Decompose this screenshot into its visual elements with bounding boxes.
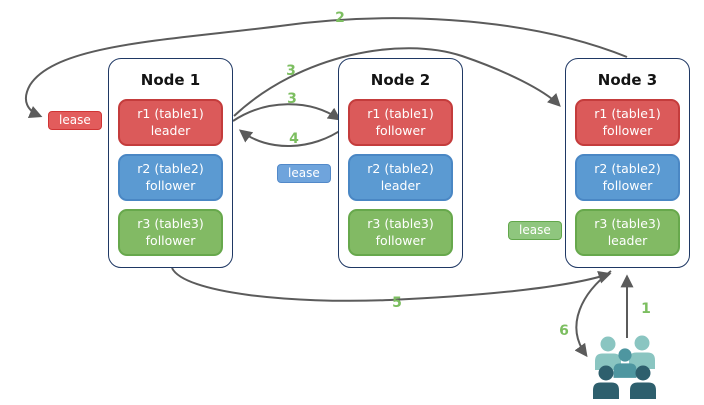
replica-r3-table3: r3 (table3) follower — [348, 209, 453, 256]
node-3-title: Node 3 — [597, 71, 658, 89]
step-label-3a: 3 — [286, 63, 296, 79]
replica-role: leader — [380, 177, 421, 193]
arrow-step-5 — [171, 267, 612, 302]
node-2: Node 2 r1 (table1) follower r2 (table2) … — [338, 58, 463, 268]
replica-name: r3 (table3) — [594, 216, 661, 232]
replica-name: r1 (table1) — [594, 106, 661, 122]
replica-r2-table2: r2 (table2) follower — [575, 154, 680, 201]
node-2-replicas: r1 (table1) follower r2 (table2) leader … — [339, 99, 462, 256]
replica-name: r3 (table3) — [367, 216, 434, 232]
node-1: Node 1 r1 (table1) leader r2 (table2) fo… — [108, 58, 233, 268]
replica-name: r2 (table2) — [367, 161, 434, 177]
replica-role: follower — [375, 122, 426, 138]
step-label-3b: 3 — [287, 91, 297, 107]
arrow-step-3-to-node2 — [232, 103, 342, 122]
step-label-5: 5 — [392, 295, 402, 311]
step-label-6: 6 — [559, 323, 569, 339]
replica-name: r2 (table2) — [594, 161, 661, 177]
replica-role: follower — [145, 232, 196, 248]
replica-r1-table1: r1 (table1) follower — [575, 99, 680, 146]
lease-badge-table2: lease — [277, 164, 331, 183]
lease-badge-table3: lease — [508, 221, 562, 240]
replica-r2-table2: r2 (table2) leader — [348, 154, 453, 201]
step-label-2: 2 — [335, 10, 345, 26]
replica-name: r1 (table1) — [367, 106, 434, 122]
replica-role: leader — [150, 122, 191, 138]
replica-r3-table3: r3 (table3) follower — [118, 209, 223, 256]
node-1-replicas: r1 (table1) leader r2 (table2) follower … — [109, 99, 232, 256]
replica-role: follower — [602, 177, 653, 193]
step-label-4: 4 — [289, 131, 299, 147]
replica-name: r3 (table3) — [137, 216, 204, 232]
replica-role: follower — [602, 122, 653, 138]
replica-role: leader — [607, 232, 648, 248]
replica-role: follower — [375, 232, 426, 248]
replica-r3-table3: r3 (table3) leader — [575, 209, 680, 256]
lease-badge-table1: lease — [48, 111, 102, 130]
node-2-title: Node 2 — [370, 71, 431, 89]
node-3: Node 3 r1 (table1) follower r2 (table2) … — [565, 58, 690, 268]
replica-r2-table2: r2 (table2) follower — [118, 154, 223, 201]
replica-name: r2 (table2) — [137, 161, 204, 177]
step-label-1: 1 — [641, 301, 651, 317]
users-group-icon — [593, 335, 656, 399]
node-3-replicas: r1 (table1) follower r2 (table2) followe… — [566, 99, 689, 256]
node-1-title: Node 1 — [140, 71, 201, 89]
replica-r1-table1: r1 (table1) leader — [118, 99, 223, 146]
replica-name: r1 (table1) — [137, 106, 204, 122]
replica-r1-table1: r1 (table1) follower — [348, 99, 453, 146]
replica-role: follower — [145, 177, 196, 193]
